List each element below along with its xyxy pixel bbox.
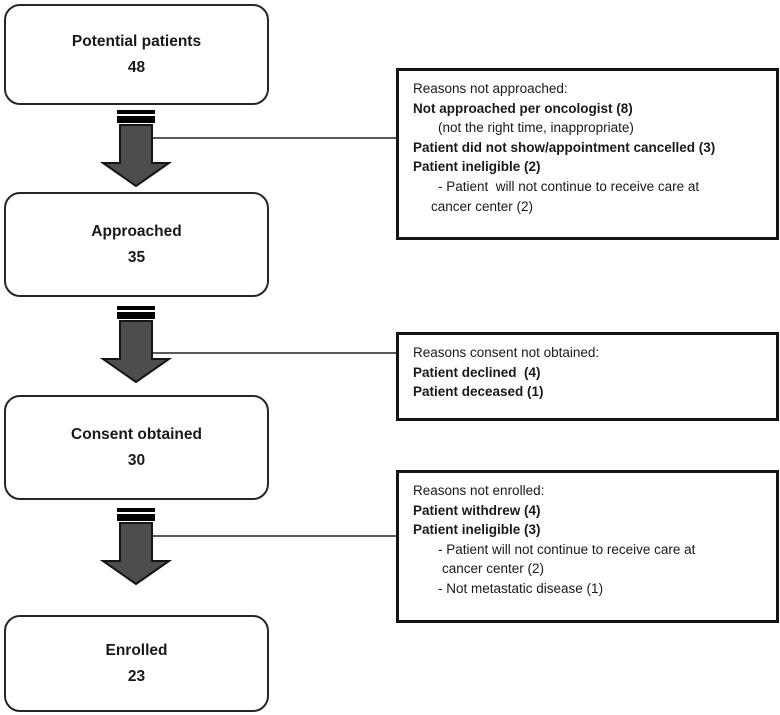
reason-line: cancer center (2) bbox=[431, 198, 534, 214]
reason-title: Reasons consent not obtained: bbox=[413, 345, 600, 360]
reason-title: Reasons not enrolled: bbox=[413, 483, 545, 498]
arrow-stripe bbox=[117, 514, 155, 521]
flow-box-approached: Approached 35 bbox=[4, 192, 269, 297]
arrow-stripe bbox=[117, 116, 155, 123]
reason-box-not-approached: Reasons not approached: Not approached p… bbox=[396, 68, 779, 240]
flow-box-count: 30 bbox=[127, 451, 146, 469]
arrow-body bbox=[99, 124, 173, 188]
arrow-body bbox=[99, 522, 173, 586]
reason-line: Patient ineligible (2) bbox=[413, 159, 541, 175]
reason-line: Patient ineligible (3) bbox=[413, 522, 541, 538]
arrow-body bbox=[99, 320, 173, 384]
arrow-stripe bbox=[117, 312, 155, 319]
reason-line: Not approached per oncologist (8) bbox=[413, 100, 633, 116]
reason-line: (not the right time, inappropriate) bbox=[438, 120, 634, 136]
reason-line: - Patient will not continue to receive c… bbox=[438, 178, 700, 194]
flow-box-consent-obtained: Consent obtained 30 bbox=[4, 395, 269, 500]
reason-box-not-enrolled: Reasons not enrolled: Patient withdrew (… bbox=[396, 470, 779, 623]
flow-box-label: Potential patients bbox=[71, 32, 202, 50]
flow-box-potential-patients: Potential patients 48 bbox=[4, 4, 269, 105]
reason-line: cancer center (2) bbox=[442, 561, 545, 577]
flow-box-count: 23 bbox=[127, 667, 146, 685]
flow-box-enrolled: Enrolled 23 bbox=[4, 615, 269, 712]
reason-title: Reasons not approached: bbox=[413, 81, 568, 96]
flow-box-label: Approached bbox=[91, 222, 182, 240]
reason-line: Patient deceased (1) bbox=[413, 384, 544, 400]
arrow-stripe bbox=[117, 306, 155, 310]
flow-box-count: 48 bbox=[127, 58, 146, 76]
reason-line: - Patient will not continue to receive c… bbox=[438, 541, 696, 557]
down-arrow-icon-2 bbox=[99, 306, 173, 384]
reason-line: - Not metastatic disease (1) bbox=[438, 580, 604, 596]
reason-line: Patient did not show/appointment cancell… bbox=[413, 139, 716, 155]
arrow-stripe bbox=[117, 508, 155, 512]
reason-line: Patient declined (4) bbox=[413, 364, 541, 380]
flow-box-label: Enrolled bbox=[105, 641, 168, 659]
flow-box-label: Consent obtained bbox=[71, 425, 202, 443]
reason-line: Patient withdrew (4) bbox=[413, 502, 541, 518]
down-arrow-icon-3 bbox=[99, 508, 173, 586]
down-arrow-icon-1 bbox=[99, 110, 173, 188]
flow-box-count: 35 bbox=[127, 248, 146, 266]
reason-box-consent-not-obtained: Reasons consent not obtained: Patient de… bbox=[396, 332, 779, 421]
arrow-stripe bbox=[117, 110, 155, 114]
